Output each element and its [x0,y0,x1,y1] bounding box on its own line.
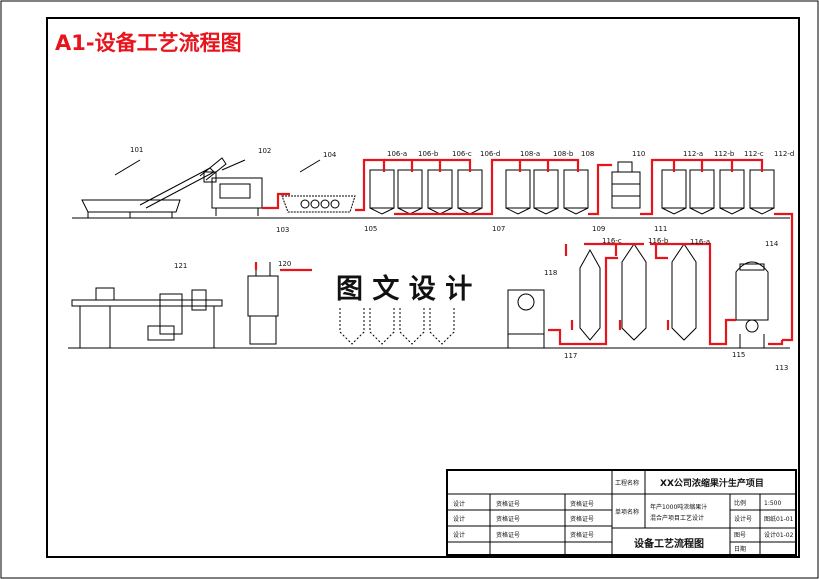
equipment-118-cip [507,289,545,348]
tag-116c: 116-c [602,237,622,245]
tag-106a: 106-a [387,150,407,158]
date-label: 日期 [734,545,746,553]
title-block [446,469,797,556]
tag-118: 118 [544,269,557,277]
tag-112b: 112-b [714,150,735,158]
equipment-tags: 101 102 103 104 105 106-a 106-b 106-c 10… [130,146,794,372]
tag-112d: 112-d [774,150,794,158]
tag-105: 105 [364,225,377,233]
subproject-line2: 混合产项目工艺设计 [650,514,704,522]
tag-108b: 108-b [553,150,574,158]
tag-101: 101 [130,146,143,154]
top-piping [262,158,794,342]
tag-112a: 112-a [683,150,703,158]
tag-121: 121 [174,262,187,270]
project-label: 工程名称 [615,479,639,487]
tag-108a: 108-a [520,150,540,158]
tag-116b: 116-b [648,237,669,245]
row3-role: 设计 [453,531,465,539]
tag-102: 102 [258,147,271,155]
tag-106b: 106-b [418,150,439,158]
row2-cert2: 资格证号 [570,515,594,523]
tag-110: 110 [632,150,645,158]
tag-106c: 106-c [452,150,472,158]
design-no-value: 图纸01-01 [764,515,794,523]
storage-tanks [339,308,455,345]
equipment-110-filter [611,161,641,209]
tag-111: 111 [654,225,667,233]
scale-label: 比例 [734,499,746,507]
equipment-102-machine [199,157,263,216]
equipment-121-filling [71,287,223,348]
row3-cert2: 资格证号 [570,531,594,539]
watermark-text: 图 文 设 计 [336,273,472,305]
equipment-120-machine [247,262,279,345]
equipment-106-tanks [369,169,483,215]
design-no-label: 设计号 [734,515,752,523]
drawing-no-value: 设计01-02 [764,531,794,539]
drawing-no-label: 图号 [734,532,746,539]
subproject-line1: 年产1000吨浓缩果汁 [650,503,707,511]
tag-112c: 112-c [744,150,764,158]
tag-104: 104 [323,151,337,159]
tag-106d: 106-d [480,150,500,158]
inner-border [46,17,800,558]
sheet-title: A1-设备工艺流程图 [55,31,242,55]
tag-109: 109 [592,225,605,233]
tag-113: 113 [775,364,788,372]
row2-role: 设计 [453,515,465,523]
tag-114: 114 [765,240,779,248]
row2-cert: 资格证号 [496,515,520,523]
project-name: XX公司浓缩果汁生产项目 [660,477,764,489]
scale-value: 1:500 [764,500,781,507]
row1-cert2: 资格证号 [570,500,594,508]
row1-cert: 资格证号 [496,500,520,508]
bottom-piping [254,242,784,346]
drawing-name: 设备工艺流程图 [634,537,704,550]
tag-115: 115 [732,351,745,359]
equipment-108-tanks [505,169,589,215]
row1-role: 设计 [453,500,465,508]
tag-107: 107 [492,225,505,233]
equipment-114-vessel [735,261,769,348]
tag-108c: 108 [581,150,594,158]
tag-116a: 116-a [690,238,710,246]
tag-120: 120 [278,260,291,268]
equipment-101-conveyor [81,159,215,218]
equipment-116-evaporators [579,243,697,341]
equipment-104-hopper [281,159,356,213]
subproject-label: 单项名称 [615,508,639,516]
equipment-112-tanks [661,169,775,215]
bottom-process-line [68,243,790,349]
tag-103: 103 [276,226,289,234]
title-block-text: 工程名称 XX公司浓缩果汁生产项目 单项名称 年产1000吨浓缩果汁 混合产项目… [453,477,794,553]
row3-cert: 资格证号 [496,531,520,539]
tag-117: 117 [564,352,577,360]
top-process-line [72,157,790,219]
